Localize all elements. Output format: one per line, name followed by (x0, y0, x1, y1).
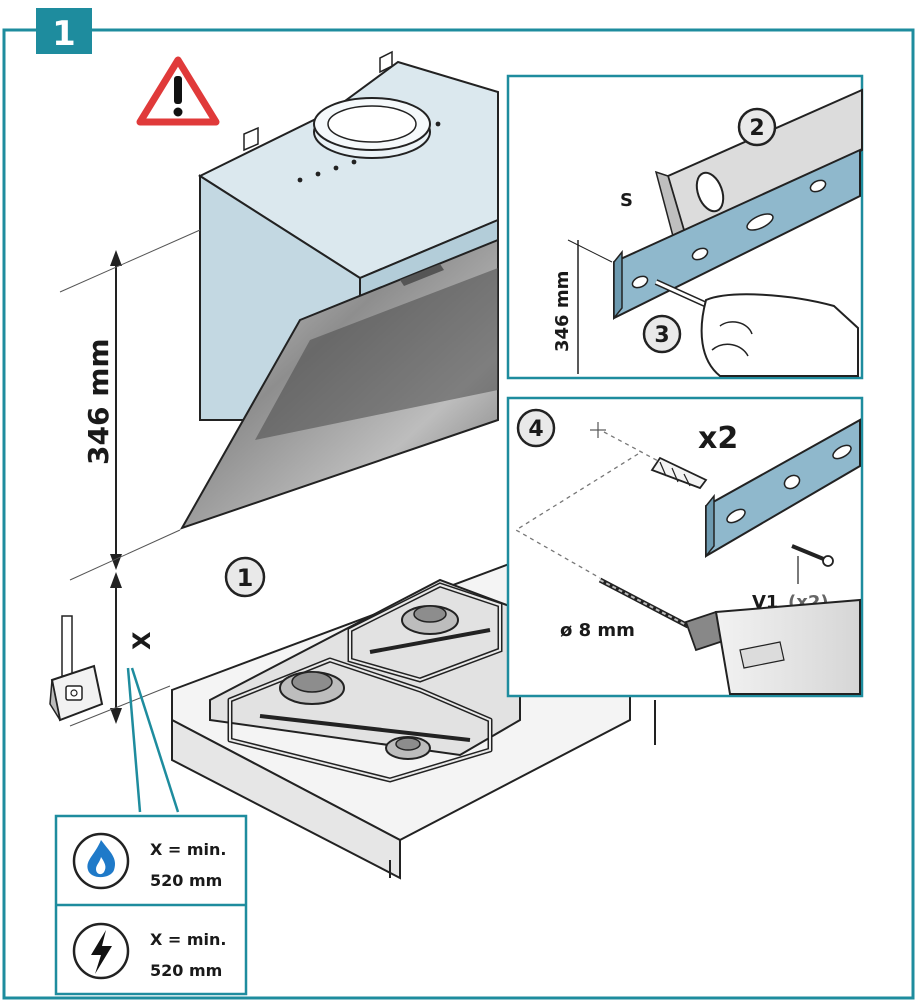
detail-drill-fixing: 4 x2 V1 (x2) ø 8 mm (506, 396, 864, 698)
lightning-bolt-icon (72, 922, 130, 980)
svg-text:4: 4 (528, 417, 543, 442)
drill-size-label: ø 8 mm (560, 620, 635, 641)
svg-text:3: 3 (654, 323, 669, 348)
clearance-dimension: X (69, 572, 171, 727)
detail-level-marking: 346 mm S 2 3 (506, 74, 864, 380)
bracket-label: S (620, 190, 633, 211)
pointer-line-left (126, 667, 142, 813)
gas-requirement-line1: X = min. (150, 840, 227, 859)
main-dimension: 346 mm (59, 229, 201, 581)
svg-text:2: 2 (749, 116, 764, 141)
detail-dimension-label: 346 mm (552, 271, 573, 352)
cooker-hood (179, 50, 499, 530)
svg-text:1: 1 (52, 14, 76, 54)
clearance-label: X (128, 631, 156, 650)
quantity-label: x2 (698, 421, 738, 456)
callout-1: 1 (224, 556, 266, 598)
step-badge: 1 (36, 8, 92, 54)
requirements-box: X = min. 520 mm X = min. 520 mm (54, 814, 248, 996)
electric-requirement-line1: X = min. (150, 930, 227, 949)
electric-requirement-line2: 520 mm (150, 961, 222, 980)
pointer-line-right (130, 667, 180, 813)
outer-frame (2, 28, 915, 1000)
warning-icon (136, 56, 220, 126)
gas-requirement-line2: 520 mm (150, 871, 222, 890)
tape-measure-icon (49, 615, 104, 722)
gas-flame-icon (72, 832, 130, 890)
main-dimension-label: 346 mm (82, 338, 115, 465)
svg-text:1: 1 (237, 564, 254, 592)
